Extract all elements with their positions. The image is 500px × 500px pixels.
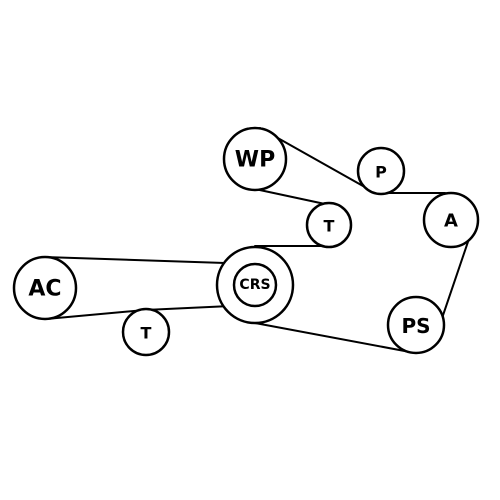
pulley-t-lower: T [121, 307, 171, 357]
pulley-a-circle [422, 191, 480, 249]
pulley-ac-circle [12, 255, 78, 321]
belt-segment-t-upper-wp [254, 188, 326, 205]
pulley-a-label: A [444, 211, 458, 232]
pulley-t-lower-label: T [141, 324, 152, 343]
pulley-t-upper-circle [305, 201, 353, 249]
pulley-t-upper: T [305, 201, 353, 249]
pulley-crs: CRS [215, 245, 295, 325]
pulley-ps: PS [386, 295, 446, 355]
belt-segment-a-ps [437, 226, 474, 331]
pulley-a: A [422, 191, 480, 249]
pulley-crs-label: CRS [239, 277, 270, 293]
belt-segment-t-lower-ac [45, 309, 146, 320]
pulley-ac-label: AC [28, 277, 61, 302]
pulley-t-lower-circle [121, 307, 171, 357]
pulley-p-label: P [375, 163, 387, 182]
pulley-crs-inner-circle [232, 262, 278, 308]
pulley-ps-circle [386, 295, 446, 355]
pulley-t-upper-label: T [324, 217, 335, 236]
pulley-wp-circle [222, 126, 288, 192]
belt-segment-ps-crs [254, 322, 411, 353]
belt-segment-ac-crs [43, 256, 256, 265]
belt-path [43, 127, 474, 353]
pulley-p-circle [356, 146, 406, 196]
pulley-ac: AC [12, 255, 78, 321]
pulley-wp: WP [222, 126, 288, 192]
pulley-wp-label: WP [235, 148, 275, 173]
pulley-ps-label: PS [401, 314, 430, 338]
pulley-p: P [356, 146, 406, 196]
